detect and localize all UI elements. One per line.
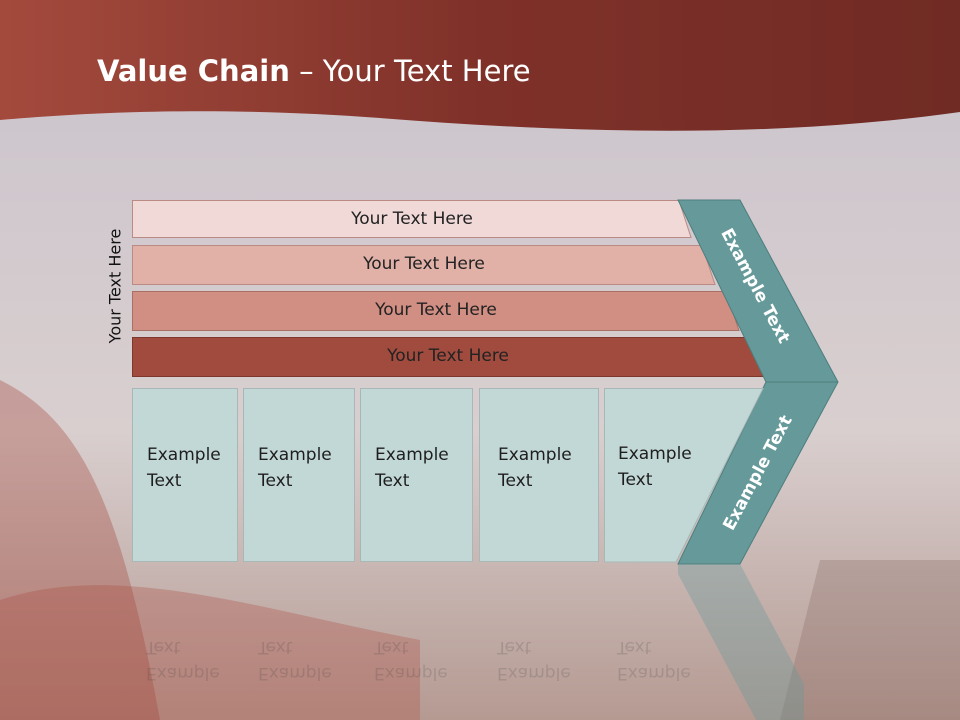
- slide-title-bold: Value Chain: [97, 54, 290, 88]
- row-3-shape: [132, 291, 740, 331]
- row-2: Your Text Here: [132, 245, 716, 285]
- row-1-shape: [132, 200, 692, 238]
- box-4-line1: Example: [498, 445, 572, 465]
- box-2-line1: Example: [258, 445, 332, 465]
- slide-title: Value Chain – Your Text Here: [97, 54, 531, 88]
- slide-title-rest: – Your Text Here: [289, 54, 531, 88]
- side-label: Your Text Here: [105, 228, 125, 344]
- box-3-line2: Text: [375, 471, 410, 491]
- row-2-label: Your Text Here: [363, 254, 485, 274]
- row-1: Your Text Here: [132, 200, 692, 238]
- box-5-shape: [604, 388, 764, 563]
- box-4: Example Text: [479, 388, 599, 562]
- row-1-label: Your Text Here: [351, 209, 473, 229]
- box-3-line1: Example: [375, 445, 449, 465]
- box-1: Example Text: [132, 388, 238, 562]
- row-4: Your Text Here: [132, 337, 764, 377]
- box-1-line2: Text: [147, 471, 182, 491]
- row-3-label: Your Text Here: [375, 300, 497, 320]
- row-2-shape: [132, 245, 716, 285]
- chevron-reflection: [678, 564, 804, 720]
- chevron-arrow: [677, 199, 839, 565]
- row-3: Your Text Here: [132, 291, 740, 331]
- row-4-label: Your Text Here: [387, 346, 509, 366]
- box-5-line2: Text: [618, 470, 653, 490]
- box-5: Example Text: [618, 441, 692, 493]
- box-5-line1: Example: [618, 444, 692, 464]
- box-2: Example Text: [243, 388, 355, 562]
- box-3: Example Text: [360, 388, 473, 562]
- box-1-line1: Example: [147, 445, 221, 465]
- box-4-line2: Text: [498, 471, 533, 491]
- box-2-line2: Text: [258, 471, 293, 491]
